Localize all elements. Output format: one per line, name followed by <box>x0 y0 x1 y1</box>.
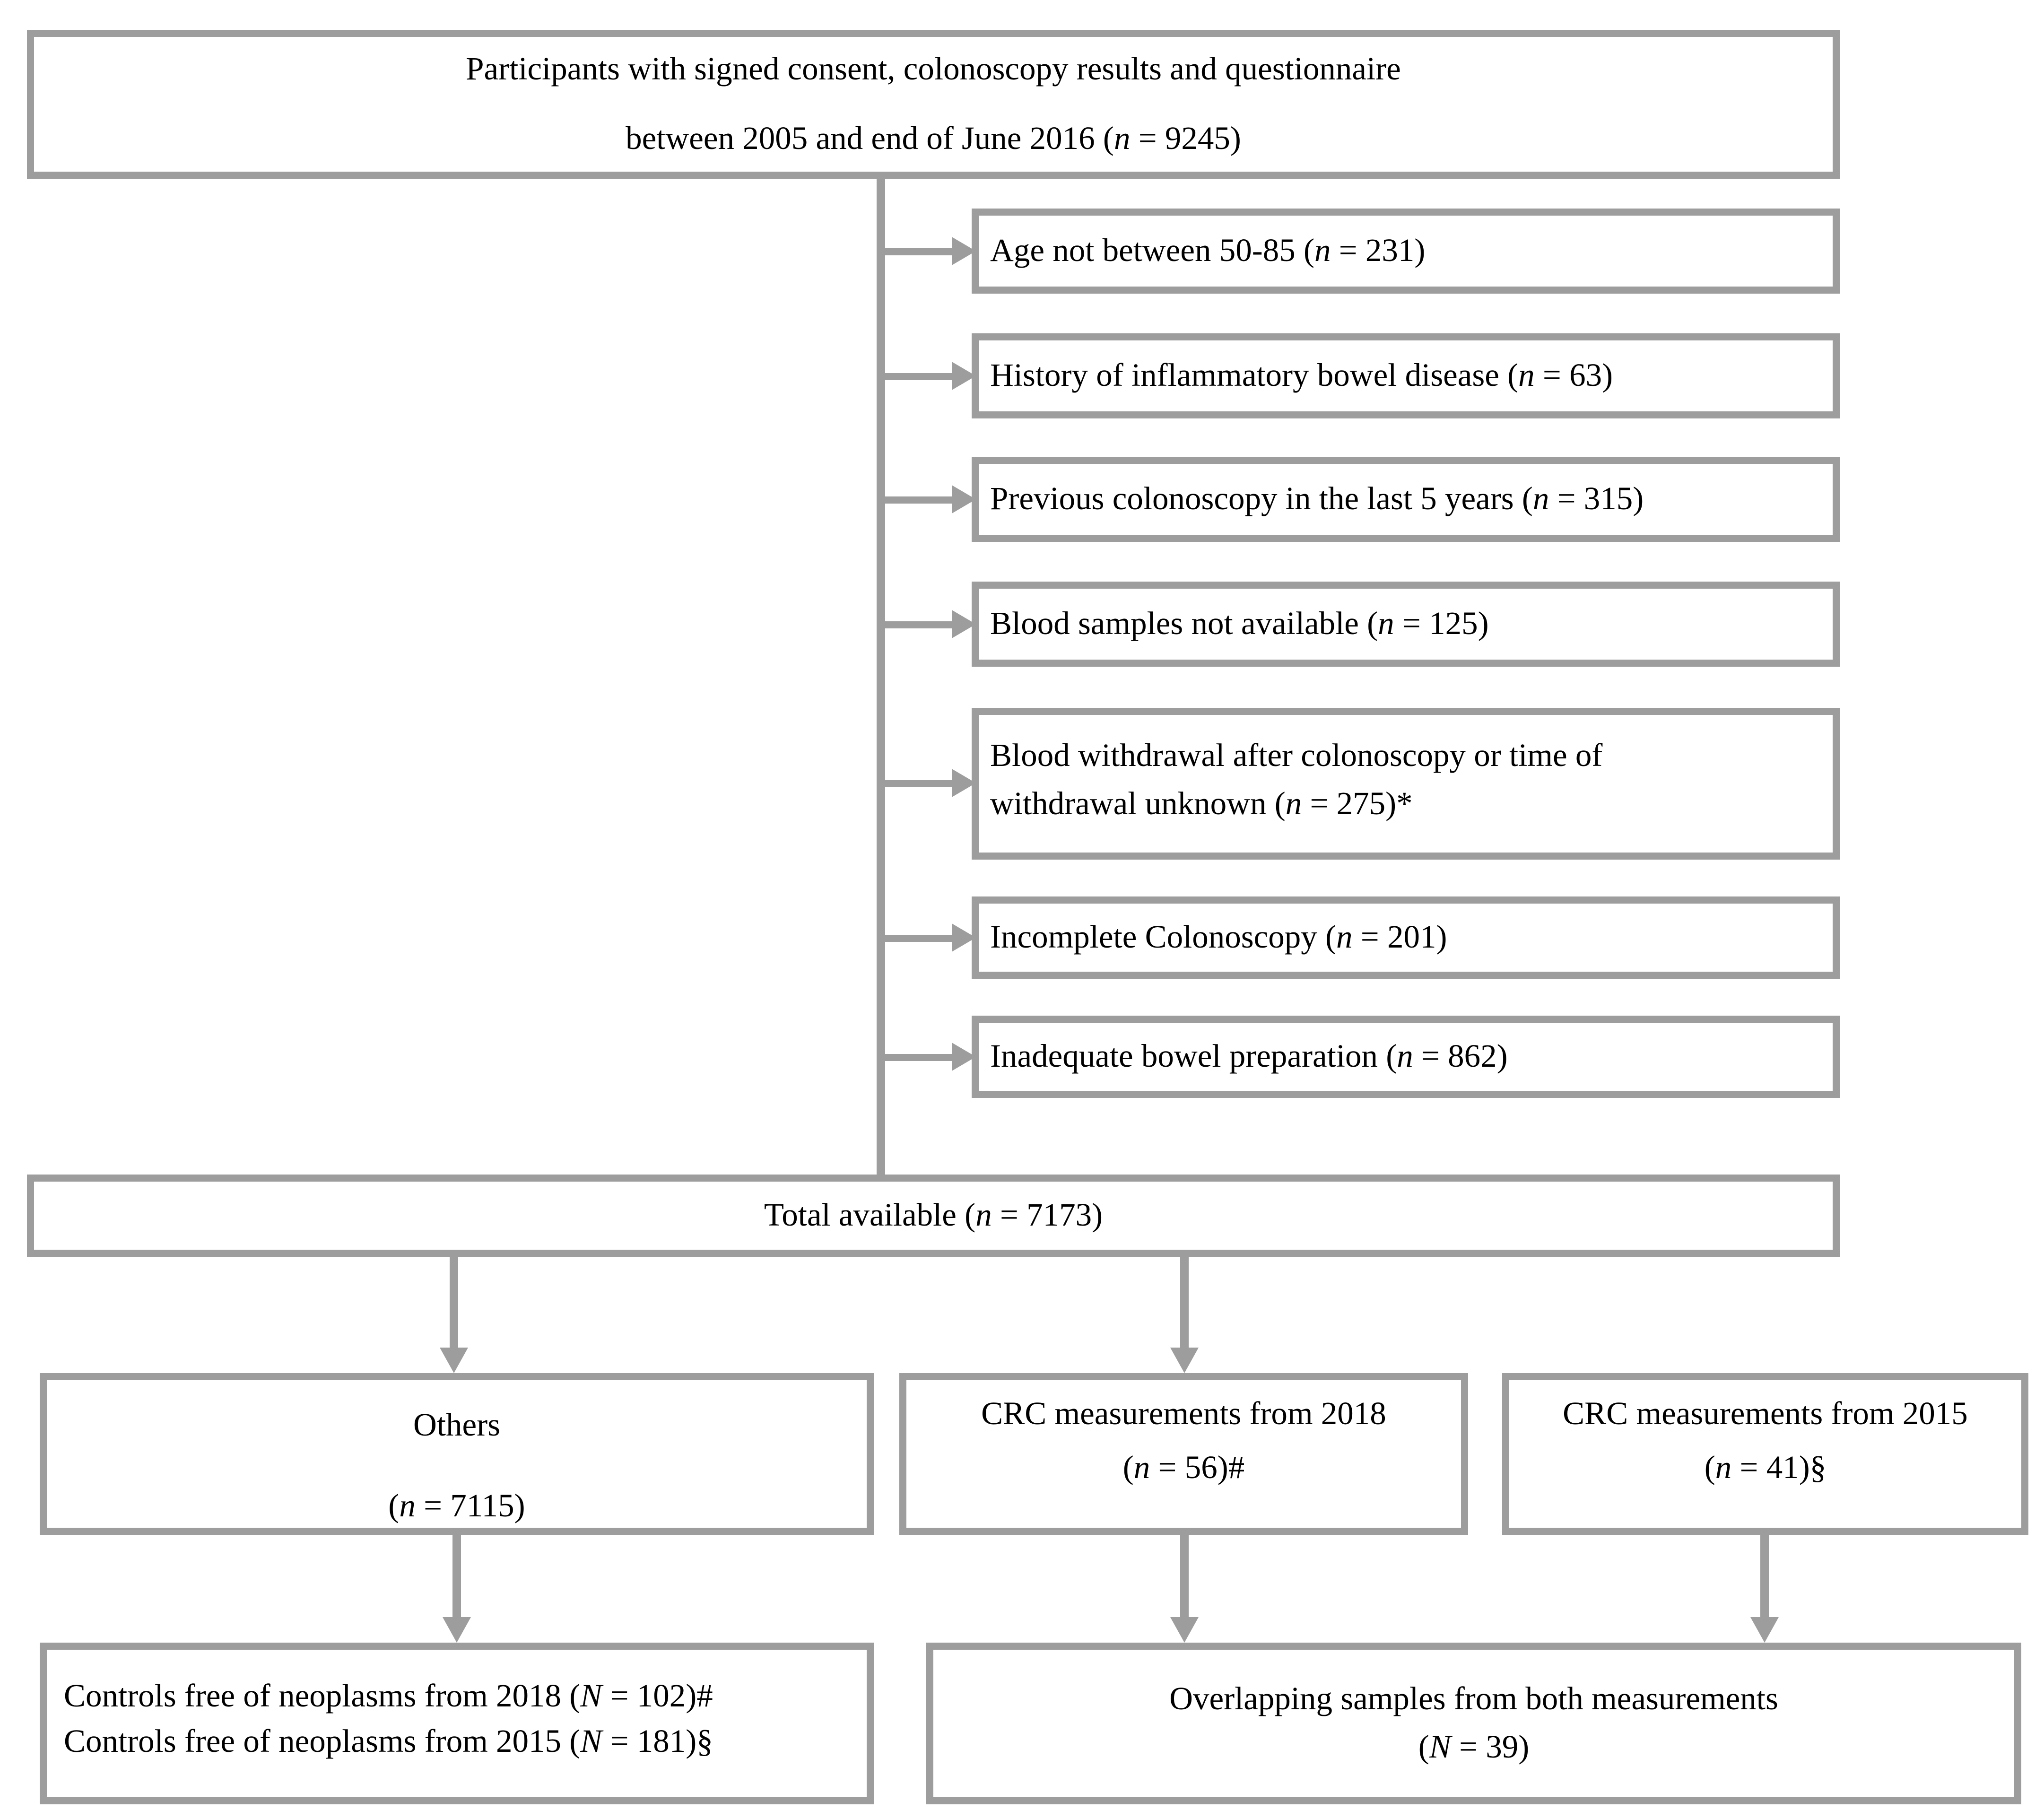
box-exclusion-previous-colonoscopy: Previous colonoscopy in the last 5 years… <box>972 457 1840 542</box>
total-available-text: Total available (n = 7173) <box>764 1197 1103 1233</box>
participants-line2: between 2005 and end of June 2016 (n = 9… <box>626 121 1241 156</box>
box-crc-2018: CRC measurements from 2018 (n = 56)# <box>899 1373 1468 1535</box>
box-exclusion-bowel-preparation: Inadequate bowel preparation (n = 862) <box>972 1016 1840 1098</box>
box-participants: Participants with signed consent, colono… <box>27 30 1840 179</box>
branch-arrow-line <box>1180 1257 1189 1348</box>
bottom-arrow-line <box>1760 1535 1769 1617</box>
crc-2015-count: (n = 41)§ <box>1704 1450 1827 1485</box>
arrowhead-down-icon <box>1170 1348 1199 1373</box>
exclusion-arrow-line <box>881 373 952 380</box>
flow-stem-line <box>877 179 885 1175</box>
box-exclusion-blood-withdrawal: Blood withdrawal after colonoscopy or ti… <box>972 708 1840 860</box>
exclusion-arrow-line <box>881 935 952 942</box>
box-controls: Controls free of neoplasms from 2018 (N … <box>40 1643 874 1804</box>
others-count: (n = 7115) <box>388 1488 525 1523</box>
overlapping-label: Overlapping samples from both measuremen… <box>1169 1681 1778 1716</box>
crc-2018-label: CRC measurements from 2018 <box>981 1396 1386 1431</box>
controls-2018-text: Controls free of neoplasms from 2018 (N … <box>64 1678 713 1714</box>
others-label: Others <box>413 1407 500 1443</box>
controls-2015-text: Controls free of neoplasms from 2015 (N … <box>64 1723 713 1759</box>
exclusion-arrow-line <box>881 621 952 628</box>
arrowhead-down-icon <box>1170 1617 1199 1643</box>
box-exclusion-age: Age not between 50-85 (n = 231) <box>972 209 1840 294</box>
exclusion-arrow-line <box>881 248 952 255</box>
box-crc-2015: CRC measurements from 2015 (n = 41)§ <box>1502 1373 2028 1535</box>
box-exclusion-ibd: History of inflammatory bowel disease (n… <box>972 333 1840 418</box>
bottom-arrow-line <box>452 1535 461 1617</box>
arrowhead-down-icon <box>1750 1617 1779 1643</box>
box-exclusion-blood-samples: Blood samples not available (n = 125) <box>972 582 1840 667</box>
bottom-arrow-line <box>1180 1535 1189 1617</box>
exclusion-arrow-line <box>881 780 952 787</box>
participants-line1: Participants with signed consent, colono… <box>466 51 1401 87</box>
crc-2015-label: CRC measurements from 2015 <box>1563 1396 1968 1431</box>
box-overlapping: Overlapping samples from both measuremen… <box>926 1643 2021 1804</box>
arrowhead-down-icon <box>443 1617 471 1643</box>
branch-arrow-line <box>450 1257 458 1348</box>
box-total-available: Total available (n = 7173) <box>27 1175 1840 1257</box>
exclusion-arrow-line <box>881 1054 952 1061</box>
exclusion-arrow-line <box>881 496 952 504</box>
crc-2018-count: (n = 56)# <box>1122 1450 1245 1485</box>
arrowhead-down-icon <box>440 1348 468 1373</box>
box-exclusion-incomplete-colonoscopy: Incomplete Colonoscopy (n = 201) <box>972 896 1840 979</box>
box-others: Others (n = 7115) <box>40 1373 874 1535</box>
overlapping-count: (N = 39) <box>1418 1729 1530 1765</box>
